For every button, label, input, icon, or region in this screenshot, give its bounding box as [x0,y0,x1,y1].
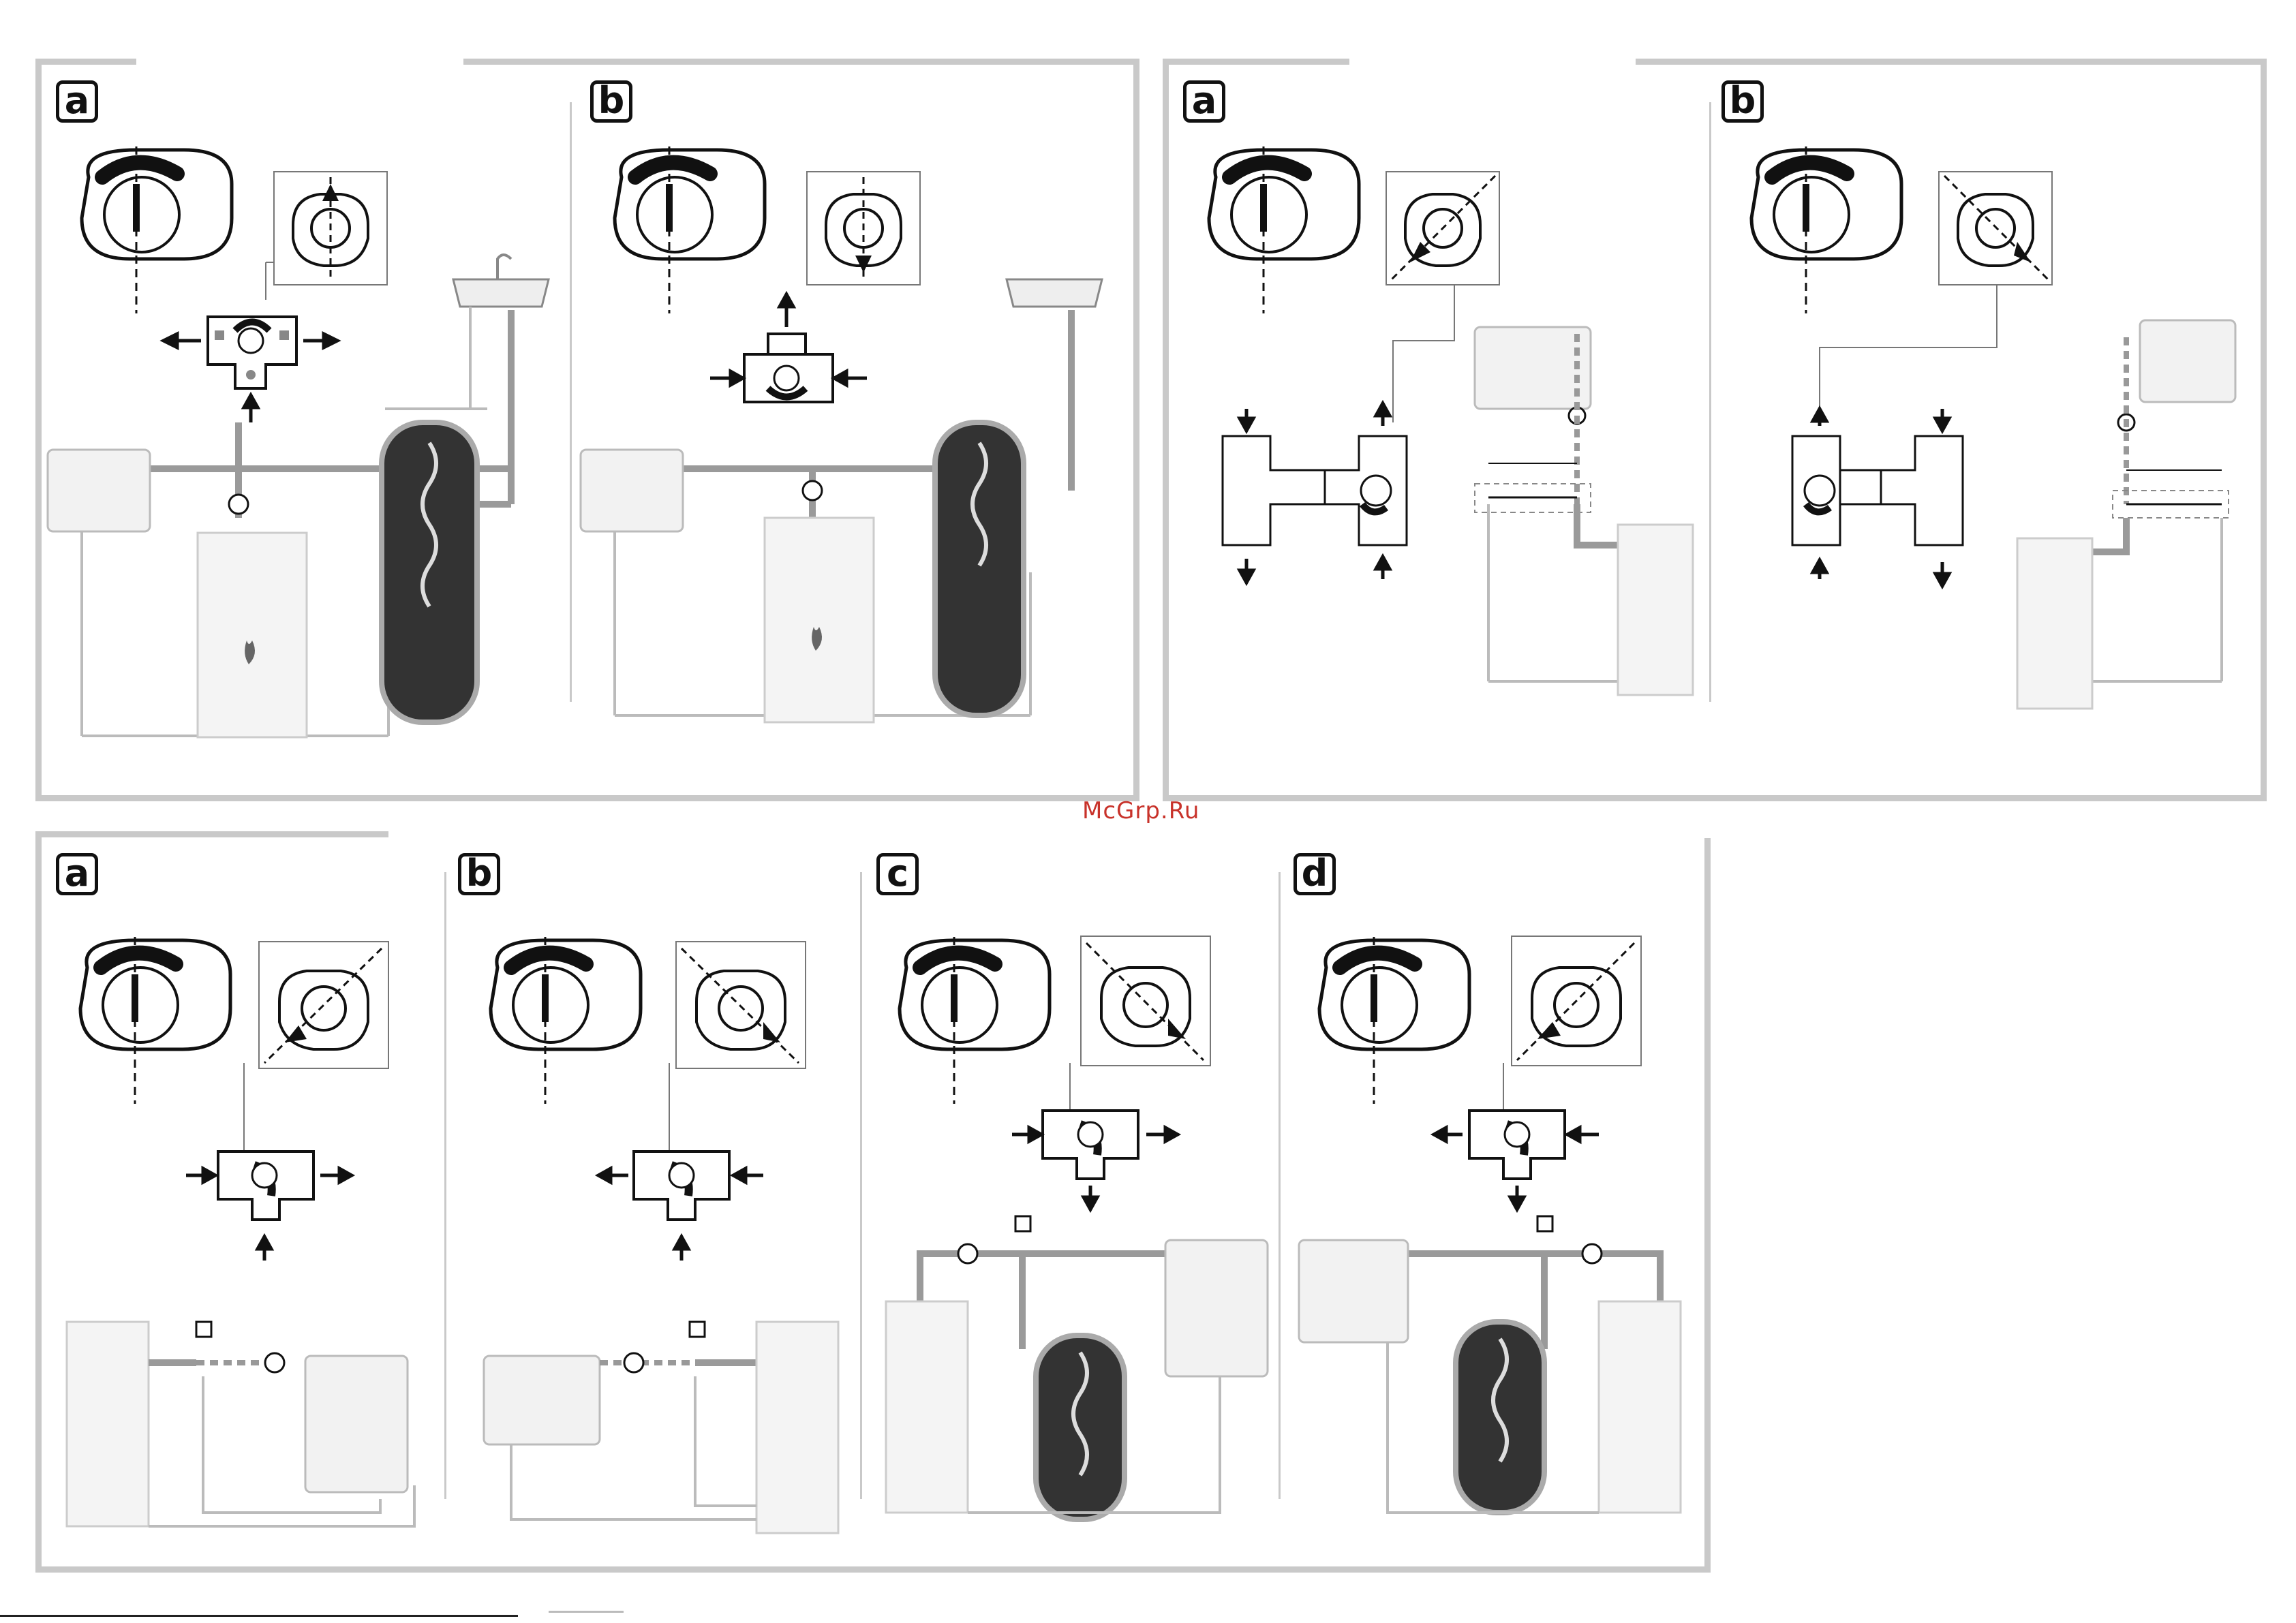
watermark: McGrp.Ru [1082,797,1199,824]
actuator-knob-icon [1751,146,1901,313]
radiator-icon [484,1356,600,1444]
pump-icon [229,495,248,514]
three-way-valve-icon [744,334,833,402]
panel-3-divider-2 [860,872,862,1499]
panel-2a-schematic [1189,136,1700,736]
three-way-valve-icon [634,1151,729,1220]
boiler-icon [886,1301,968,1513]
actuator-knob-icon [615,146,765,313]
bottom-mark [549,1611,624,1613]
valve-position-indicator-icon [1512,936,1641,1066]
panel-3-label-d: d [1294,853,1336,895]
panel-1a-schematic [61,136,566,736]
pump-icon [803,481,822,500]
boiler-icon [1618,525,1693,695]
panel-1-label-a: a [56,80,98,123]
boiler-icon [67,1322,149,1526]
actuator-knob-icon [80,937,230,1104]
panel-3-label-c: c [876,853,919,895]
panel-3b-schematic [470,927,852,1540]
pump-icon [624,1353,643,1372]
panel-3-divider-1 [444,872,446,1499]
three-way-valve-icon [1469,1111,1565,1179]
panel-1-divider [570,102,572,702]
radiator-icon [305,1356,408,1492]
valve-position-indicator-icon [676,942,806,1068]
panel-3-label-a: a [56,853,98,895]
wash-basin-icon [1007,279,1102,307]
valve-position-indicator-icon [807,172,920,285]
panel-3-label-b: b [458,853,500,895]
radiator-icon [581,450,683,531]
actuator-knob-icon [491,937,641,1104]
panel-3a-schematic [60,927,442,1540]
panel-3d-schematic [1299,927,1694,1540]
wash-basin-icon [453,255,549,307]
panel-2-divider [1709,102,1711,702]
valve-position-indicator-icon [259,942,388,1068]
hot-water-cylinder-icon [1456,1322,1544,1513]
bottom-rule [0,1615,518,1617]
boiler-icon [1599,1301,1681,1513]
panel-2-label-b: b [1721,80,1764,123]
actuator-knob-icon [1209,146,1359,313]
radiator-icon [1475,327,1591,409]
pump-icon [958,1244,977,1263]
pump-icon [1582,1244,1602,1263]
panel-3c-schematic [879,927,1274,1540]
radiator-icon [1299,1240,1408,1342]
valve-position-indicator-icon [1081,936,1210,1066]
boiler-icon [756,1322,838,1533]
actuator-knob-icon [82,146,232,313]
radiator-icon [2140,320,2235,402]
three-way-valve-icon [1223,436,1407,545]
three-way-valve-icon [218,1151,313,1220]
hot-water-cylinder-icon [935,422,1024,715]
three-way-valve-icon [208,317,296,388]
radiator-icon [1165,1240,1268,1376]
valve-position-indicator-icon [1386,172,1499,285]
boiler-icon [765,518,874,722]
pump-icon [265,1353,284,1372]
boiler-icon [198,533,307,737]
panel-1b-schematic [594,136,1112,736]
hot-water-cylinder-icon [1036,1335,1124,1519]
three-way-valve-icon [1792,436,1963,545]
panel-2b-schematic [1731,136,2249,736]
valve-position-indicator-icon [274,172,387,285]
radiator-icon [48,450,150,531]
actuator-knob-icon [1319,937,1469,1104]
panel-2-label-a: a [1183,80,1225,123]
boiler-icon [2017,538,2092,709]
valve-position-indicator-icon [1939,172,2052,285]
panel-1-label-b: b [590,80,632,123]
panel-3-divider-3 [1279,872,1281,1499]
hot-water-cylinder-icon [382,422,477,722]
actuator-knob-icon [900,937,1050,1104]
three-way-valve-icon [1043,1111,1138,1179]
